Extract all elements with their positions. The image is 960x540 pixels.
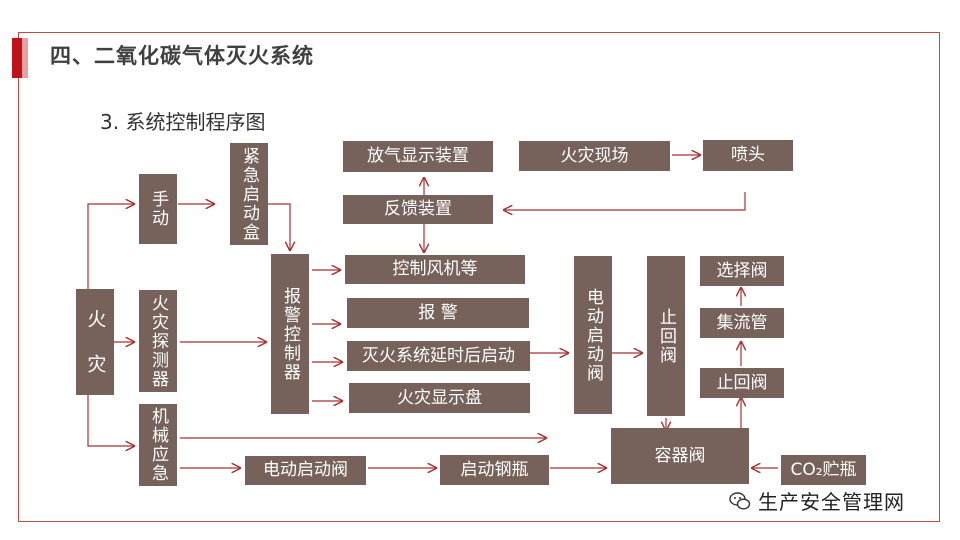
node-check-valve: 止回阀 xyxy=(700,368,784,398)
section-subtitle: 3. 系统控制程序图 xyxy=(100,110,266,134)
node-alarm-controller: 报警控制器 xyxy=(271,254,309,414)
title-accent-bar xyxy=(12,38,22,78)
slide-frame xyxy=(18,32,940,522)
node-delayed-start: 灭火系统延时后启动 xyxy=(347,341,530,371)
node-emergency-box: 紧急启动盒 xyxy=(230,143,268,245)
node-selector-valve: 选择阀 xyxy=(700,256,784,286)
node-container-valve: 容器阀 xyxy=(611,428,749,484)
arrow-fire-manual xyxy=(87,204,134,290)
node-fire: 火 灾 xyxy=(76,289,114,395)
arrow-nozzle-feedback xyxy=(504,192,746,210)
node-mechanical: 机械应急 xyxy=(139,404,177,486)
node-nozzle: 喷头 xyxy=(703,140,793,171)
node-feedback: 反馈装置 xyxy=(343,195,493,224)
slide-title: 四、二氧化碳气体灭火系统 xyxy=(50,44,314,68)
node-manual: 手动 xyxy=(139,174,177,244)
node-manifold: 集流管 xyxy=(700,308,784,338)
node-fire-scene: 火灾现场 xyxy=(519,141,670,171)
node-co2-cylinder: CO₂贮瓶 xyxy=(781,455,866,485)
node-start-cylinder: 启动钢瓶 xyxy=(440,455,549,485)
node-alarm: 报 警 xyxy=(347,298,529,328)
node-fire-display-panel: 火灾显示盘 xyxy=(349,383,530,413)
wechat-icon xyxy=(729,491,751,510)
title-accent-bar-light xyxy=(22,38,28,78)
node-electric-start-valve: 电动启动阀 xyxy=(245,456,366,485)
watermark-text: 生产安全管理网 xyxy=(758,490,905,514)
arrow-fire-mechanical xyxy=(87,395,134,446)
arrow-emergency-controller xyxy=(268,203,290,250)
node-electric-start-valve-vertical: 电动启动阀 xyxy=(574,256,612,414)
node-check-valve-vertical: 止回阀 xyxy=(647,256,685,416)
node-discharge-display: 放气显示装置 xyxy=(343,141,493,172)
node-detector: 火灾探测器 xyxy=(139,290,177,392)
node-fan-control: 控制风机等 xyxy=(345,255,525,284)
watermark: 生产安全管理网 xyxy=(728,486,905,515)
